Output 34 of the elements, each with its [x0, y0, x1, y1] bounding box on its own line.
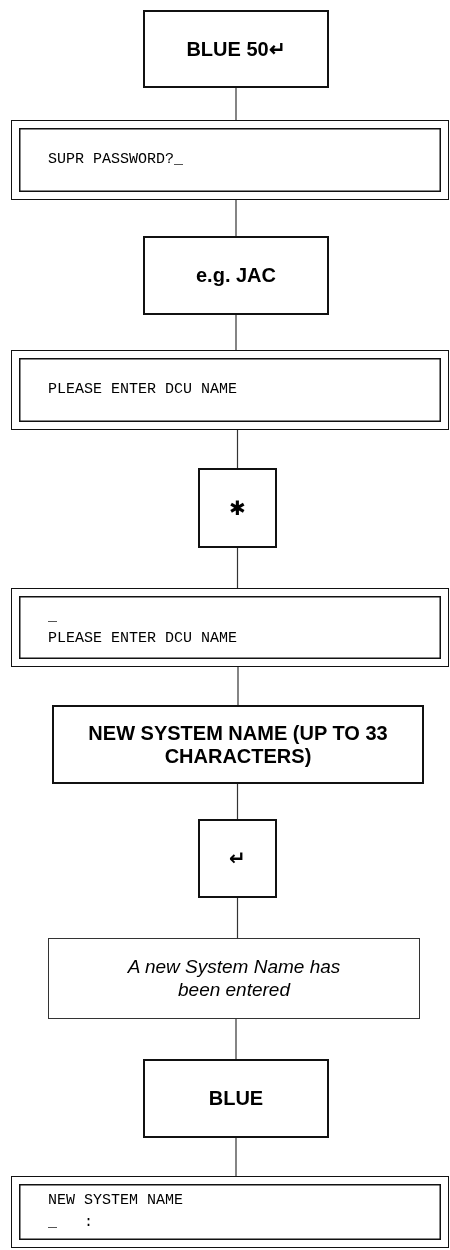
key-press-box	[198, 468, 277, 548]
display-text: PLEASE ENTER DCU NAME	[48, 628, 238, 649]
connector-line	[236, 783, 239, 820]
display-screen	[11, 350, 449, 430]
key-press-box	[143, 236, 329, 315]
connector-line	[236, 897, 239, 939]
display-screen	[11, 120, 449, 200]
key-label: NEW SYSTEM NAME (UP TO 33 CHARACTERS)	[88, 721, 388, 768]
display-text: _	[48, 606, 57, 627]
message-text: A new System Name has been entered	[126, 955, 342, 1002]
display-text: NEW SYSTEM NAME	[48, 1191, 184, 1212]
display-screen	[11, 588, 449, 667]
connector-line	[235, 87, 237, 121]
key-press-box	[52, 705, 424, 784]
key-label: BLUE 50↵	[186, 37, 286, 61]
message-box	[48, 938, 420, 1019]
display-screen	[11, 1176, 449, 1248]
connector-line	[236, 429, 239, 469]
connector-line	[235, 1018, 237, 1060]
key-press-box	[143, 10, 329, 88]
key-label: BLUE	[208, 1087, 264, 1110]
key-press-box	[198, 819, 277, 898]
connector-line	[235, 314, 237, 351]
key-label: ↵	[229, 847, 246, 870]
connector-line	[237, 666, 239, 706]
key-label: e.g. JAC	[196, 264, 276, 287]
connector-line	[235, 199, 237, 237]
connector-line	[235, 1137, 237, 1177]
connector-line	[236, 547, 239, 589]
key-press-box	[143, 1059, 329, 1138]
display-text: PLEASE ENTER DCU NAME	[48, 380, 238, 401]
key-label: ✱	[229, 496, 246, 520]
display-text: SUPR PASSWORD?_	[48, 150, 184, 171]
display-text: _ :	[48, 1213, 93, 1233]
